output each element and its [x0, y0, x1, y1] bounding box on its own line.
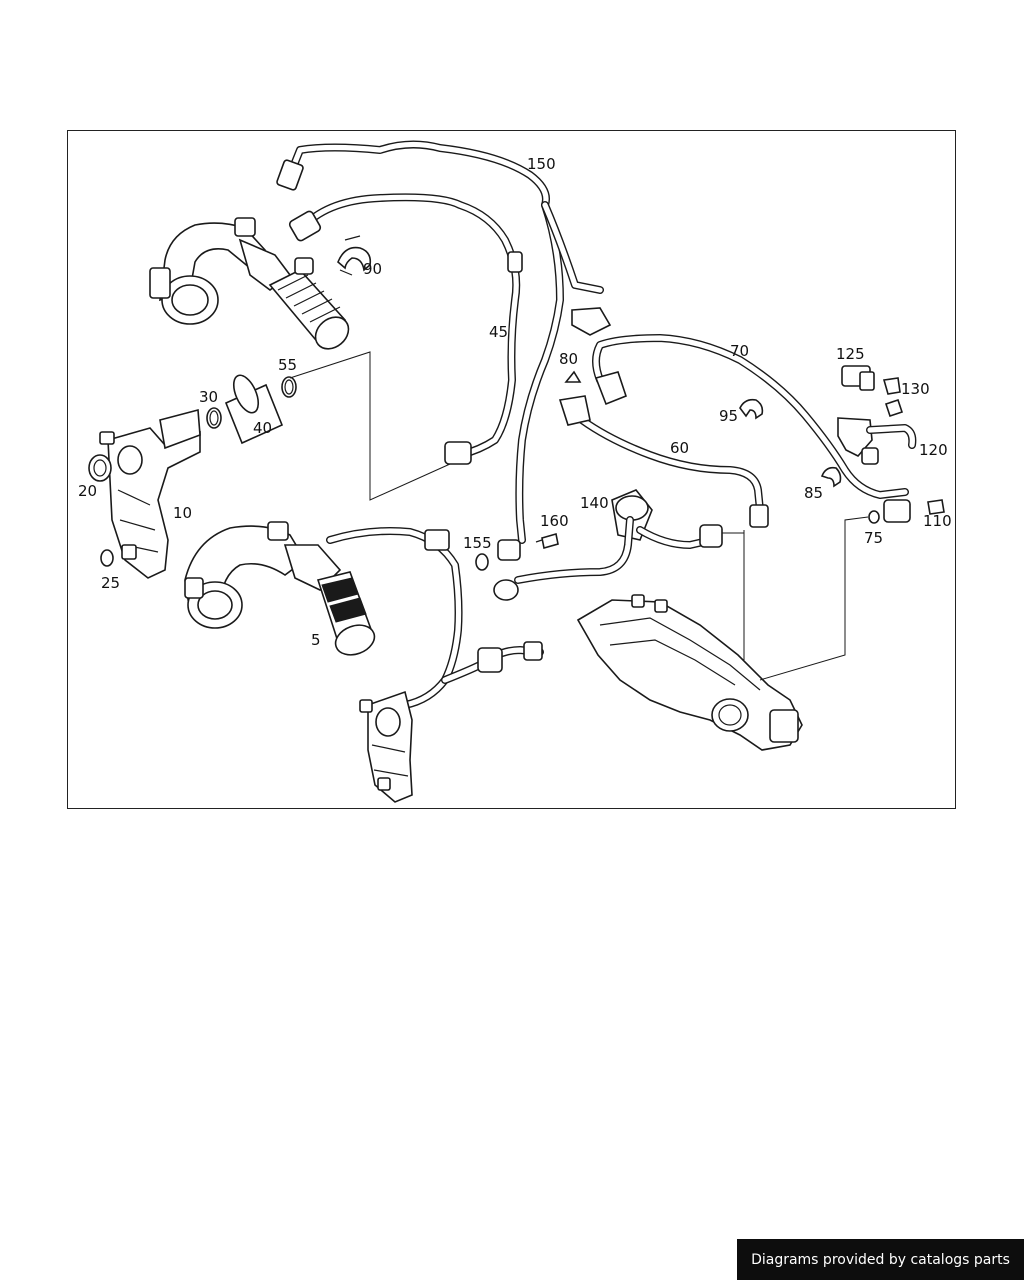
housing-10 — [99, 408, 201, 579]
credit-banner: Diagrams provided by catalogs parts — [737, 1239, 1024, 1280]
hose-155 — [493, 516, 634, 601]
connector-80 — [558, 307, 627, 426]
clamp-130 — [882, 377, 904, 418]
callout-30: 30 — [199, 388, 219, 406]
seal-75 — [868, 510, 880, 524]
callout-10: 10 — [173, 504, 193, 522]
callout-60: 60 — [670, 439, 690, 457]
callout-125: 125 — [836, 345, 865, 363]
hose-lower — [326, 527, 544, 709]
callout-90: 90 — [363, 260, 383, 278]
housing-lower — [359, 690, 413, 803]
callout-5: 5 — [311, 631, 321, 649]
callout-130: 130 — [901, 380, 930, 398]
callout-75: 75 — [864, 529, 884, 547]
callout-25: 25 — [101, 574, 121, 592]
seal-30 — [206, 407, 222, 429]
callout-160: 160 — [540, 512, 569, 530]
callout-85: 85 — [804, 484, 824, 502]
clamp-95 — [739, 398, 764, 420]
credit-text: Diagrams provided by catalogs parts — [751, 1251, 1010, 1268]
callout-20: 20 — [78, 482, 98, 500]
clamp-90 — [337, 235, 372, 276]
intake-pipe-lower — [184, 521, 342, 629]
clamp-85 — [820, 466, 842, 488]
pipe-40 — [224, 374, 284, 445]
seal-20 — [88, 454, 112, 482]
diagram-frame — [67, 130, 956, 809]
callout-45: 45 — [489, 323, 509, 341]
callout-95: 95 — [719, 407, 739, 425]
hose-150 — [276, 140, 604, 544]
hose-60 — [578, 416, 769, 528]
corrugated-boot-lower — [316, 571, 376, 656]
callout-55: 55 — [278, 356, 298, 374]
callout-80: 80 — [559, 350, 579, 368]
valve-140 — [611, 489, 723, 549]
seal-55 — [281, 376, 297, 398]
callout-40: 40 — [253, 419, 273, 437]
leader-lines — [289, 351, 869, 681]
callout-120: 120 — [919, 441, 948, 459]
intake-manifold — [576, 594, 803, 751]
hose-45 — [288, 193, 523, 465]
valve-120 — [837, 417, 917, 465]
callout-150: 150 — [527, 155, 556, 173]
seal-25 — [100, 549, 114, 567]
callout-155: 155 — [463, 534, 492, 552]
corrugated-boot-upper — [268, 257, 350, 350]
callout-140: 140 — [580, 494, 609, 512]
callout-70: 70 — [730, 342, 750, 360]
sensor-125 — [841, 365, 875, 391]
bolt-160 — [535, 532, 559, 550]
hose-70 — [592, 334, 909, 499]
intake-pipe-upper — [149, 217, 292, 325]
seal-155 — [475, 553, 489, 571]
callout-110: 110 — [923, 512, 952, 530]
fitting-110 — [883, 499, 945, 523]
